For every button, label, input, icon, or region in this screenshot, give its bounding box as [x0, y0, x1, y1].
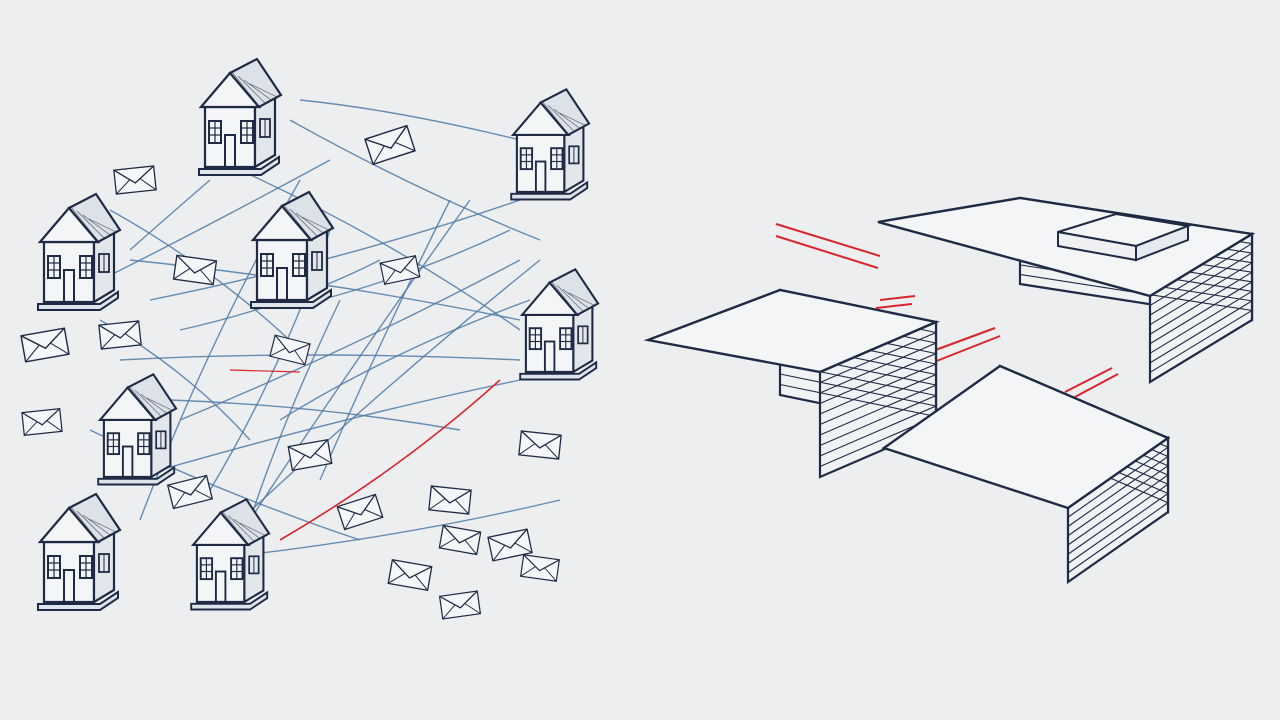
- envelope-icon: [21, 407, 63, 437]
- red-connection-line: [229, 369, 301, 373]
- envelope-icon: [287, 438, 333, 472]
- building-cluster: [643, 196, 1256, 585]
- envelope-icon: [166, 474, 214, 510]
- connection-line: [279, 299, 531, 421]
- rooftop-unit: [1057, 212, 1192, 262]
- connection-line: [159, 379, 521, 471]
- house-icon: [198, 57, 283, 176]
- envelope-icon: [487, 528, 533, 562]
- red-link-line: [1064, 367, 1113, 393]
- connection-line: [319, 199, 451, 481]
- envelope-icon: [438, 590, 482, 620]
- red-link-line: [879, 295, 916, 301]
- connection-line: [179, 259, 521, 421]
- red-link-line: [775, 235, 879, 269]
- connection-line: [249, 199, 471, 521]
- red-link-line: [933, 335, 1001, 363]
- envelope-icon: [172, 254, 218, 286]
- red-link-line: [775, 223, 881, 257]
- red-link-line: [1072, 373, 1119, 399]
- connection-line: [299, 99, 521, 141]
- connection-line: [249, 299, 341, 521]
- house-icon: [37, 192, 122, 311]
- house-cluster: [37, 57, 600, 611]
- house-icon: [519, 267, 600, 381]
- envelope-icon: [20, 327, 70, 363]
- house-icon: [510, 87, 591, 201]
- envelope-icon: [428, 485, 472, 515]
- house-icon: [37, 492, 122, 611]
- connection-line: [129, 179, 211, 251]
- envelope-icon: [520, 554, 560, 582]
- red-link-line: [929, 327, 996, 353]
- envelope-icon: [518, 430, 562, 460]
- envelope-icon: [269, 334, 311, 366]
- connection-line: [239, 169, 521, 331]
- envelope-icon: [364, 124, 416, 166]
- envelope-icon: [336, 493, 384, 531]
- envelope-icon: [379, 254, 421, 286]
- building-icon: [881, 364, 1171, 585]
- house-icon: [97, 372, 178, 486]
- connection-line: [149, 199, 521, 301]
- envelope-icon: [98, 320, 142, 350]
- house-icon: [190, 497, 271, 611]
- red-connection-line: [279, 379, 501, 541]
- envelope-icon: [438, 524, 482, 556]
- envelope-icon: [387, 558, 433, 592]
- connection-line: [169, 399, 461, 431]
- envelope-cluster: [20, 124, 562, 620]
- connection-line: [289, 119, 541, 241]
- red-link-line: [875, 303, 913, 309]
- connection-line: [229, 259, 541, 531]
- house-icon: [250, 190, 335, 309]
- envelope-icon: [113, 165, 157, 195]
